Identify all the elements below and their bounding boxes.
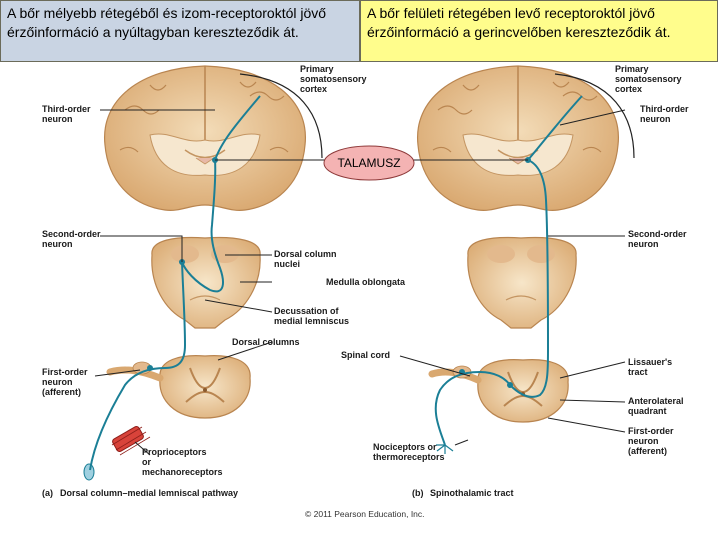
svg-text:mechanoreceptors: mechanoreceptors — [142, 467, 223, 477]
svg-text:quadrant: quadrant — [628, 406, 667, 416]
lissauer-tract-label: Lissauer's tract — [628, 357, 672, 377]
right-primary-cortex-label: Primary somatosensory cortex — [615, 64, 682, 94]
svg-text:neuron: neuron — [640, 114, 671, 124]
svg-text:somatosensory: somatosensory — [300, 74, 367, 84]
svg-text:(afferent): (afferent) — [42, 387, 81, 397]
right-pathway-caption: (b) Spinothalamic tract — [412, 488, 514, 498]
caption-left: A bőr mélyebb rétegéből és izom-receptor… — [0, 0, 360, 62]
right-spinal-cord — [428, 359, 569, 423]
svg-text:Second-order: Second-order — [628, 229, 687, 239]
svg-text:Decussation of: Decussation of — [274, 306, 340, 316]
svg-text:thermoreceptors: thermoreceptors — [373, 452, 445, 462]
right-medulla — [467, 236, 577, 329]
left-panel: Primary somatosensory cortex Third-order… — [42, 64, 406, 498]
svg-text:somatosensory: somatosensory — [615, 74, 682, 84]
svg-text:First-order: First-order — [628, 426, 674, 436]
right-third-order-label: Third-order neuron — [640, 104, 689, 124]
right-brain-section — [417, 65, 619, 211]
svg-text:Nociceptors or: Nociceptors or — [373, 442, 437, 452]
svg-text:Primary: Primary — [300, 64, 334, 74]
right-second-order-label: Second-order neuron — [628, 229, 687, 249]
svg-text:Dorsal column: Dorsal column — [274, 249, 337, 259]
svg-text:(b): (b) — [412, 488, 424, 498]
left-cortex-bracket — [239, 73, 323, 159]
svg-text:Primary: Primary — [615, 64, 649, 74]
svg-text:Proprioceptors: Proprioceptors — [142, 447, 207, 457]
left-first-order-label: First-order neuron (afferent) — [42, 367, 88, 397]
svg-text:neuron: neuron — [42, 377, 73, 387]
left-pathway-caption: (a) Dorsal column–medial lemniscal pathw… — [42, 488, 238, 498]
left-third-order-label: Third-order neuron — [42, 104, 91, 124]
svg-text:cortex: cortex — [615, 84, 642, 94]
svg-text:(afferent): (afferent) — [628, 446, 667, 456]
right-neuron-path — [434, 95, 583, 446]
left-receptor-bundle — [83, 426, 151, 481]
svg-text:Lissauer's: Lissauer's — [628, 357, 672, 367]
svg-text:neuron: neuron — [42, 239, 73, 249]
thalamus-label: TALAMUSZ — [337, 156, 400, 170]
svg-text:medial lemniscus: medial lemniscus — [274, 316, 349, 326]
svg-text:Third-order: Third-order — [42, 104, 91, 114]
svg-text:tract: tract — [628, 367, 648, 377]
svg-text:Third-order: Third-order — [640, 104, 689, 114]
left-leader-lines — [94, 109, 273, 456]
svg-text:or: or — [142, 457, 151, 467]
left-medulla — [151, 236, 261, 329]
right-cortex-bracket — [554, 73, 635, 159]
svg-text:nuclei: nuclei — [274, 259, 300, 269]
svg-text:neuron: neuron — [628, 239, 659, 249]
nociceptors-label: Nociceptors or thermoreceptors — [373, 442, 445, 462]
svg-text:neuron: neuron — [42, 114, 73, 124]
left-neuron-path — [89, 95, 261, 471]
left-second-order-label: Second-order neuron — [42, 229, 101, 249]
right-panel: Primary somatosensory cortex Third-order… — [373, 64, 689, 498]
anterolateral-quadrant-label: Anterolateral quadrant — [628, 396, 684, 416]
svg-text:First-order: First-order — [42, 367, 88, 377]
thalamus-callout: TALAMUSZ — [215, 145, 528, 181]
proprioceptors-label: Proprioceptors or mechanoreceptors — [142, 447, 223, 477]
svg-text:Dorsal column–medial lemniscal: Dorsal column–medial lemniscal pathway — [60, 488, 238, 498]
svg-text:Anterolateral: Anterolateral — [628, 396, 684, 406]
left-primary-cortex-label: Primary somatosensory cortex — [300, 64, 367, 94]
decussation-label: Decussation of medial lemniscus — [274, 306, 349, 326]
spinal-cord-label: Spinal cord — [341, 350, 390, 360]
svg-text:neuron: neuron — [628, 436, 659, 446]
right-free-nerve-endings — [436, 444, 454, 454]
copyright-text: © 2011 Pearson Education, Inc. — [305, 509, 425, 519]
svg-text:Second-order: Second-order — [42, 229, 101, 239]
caption-right: A bőr felületi rétegében levő receptorok… — [360, 0, 718, 62]
right-first-order-label: First-order neuron (afferent) — [628, 426, 674, 456]
svg-text:cortex: cortex — [300, 84, 327, 94]
medulla-label: Medulla oblongata — [326, 277, 406, 287]
dorsal-column-nuclei-label: Dorsal column nuclei — [274, 249, 337, 269]
left-brain-section — [104, 65, 306, 211]
svg-text:(a): (a) — [42, 488, 53, 498]
svg-text:Spinothalamic tract: Spinothalamic tract — [430, 488, 514, 498]
right-leader-lines — [399, 109, 626, 446]
left-spinal-cord — [106, 355, 251, 419]
dorsal-columns-label: Dorsal columns — [232, 337, 300, 347]
